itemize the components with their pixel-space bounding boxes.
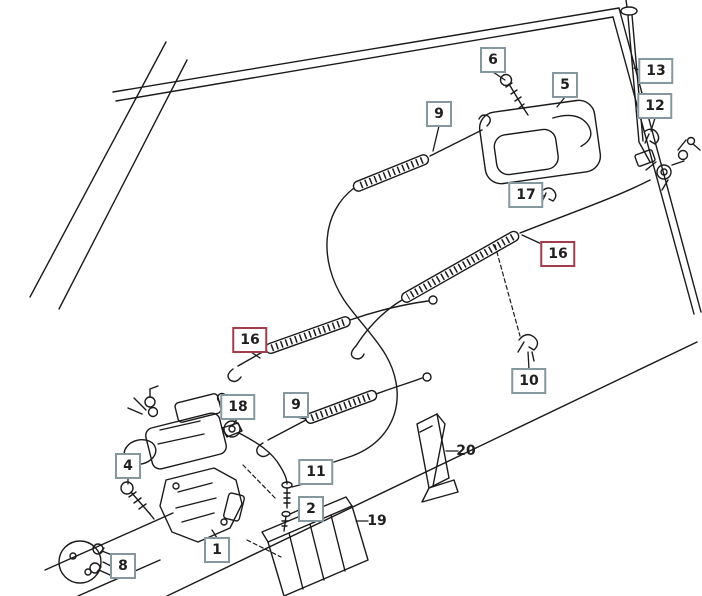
cable-9-upper [326, 114, 491, 463]
clip-10 [517, 333, 539, 362]
screw-11 [281, 481, 293, 509]
callout-16-left[interactable]: 16 [232, 327, 268, 353]
plate-8 [58, 540, 113, 584]
callout-9-upper[interactable]: 9 [426, 101, 452, 127]
callout-19: 19 [367, 513, 387, 529]
assembly-dashed-lines [242, 244, 521, 558]
lock-cylinder-cluster [634, 136, 701, 191]
callout-4[interactable]: 4 [115, 453, 141, 479]
callout-2[interactable]: 2 [298, 496, 324, 522]
callout-6[interactable]: 6 [480, 47, 506, 73]
callout-18[interactable]: 18 [220, 394, 256, 420]
callout-9-lower[interactable]: 9 [283, 392, 309, 418]
callout-10[interactable]: 10 [511, 368, 547, 394]
callout-20: 20 [456, 443, 476, 459]
callout-1[interactable]: 1 [204, 537, 230, 563]
lock-rod-13 [620, 0, 651, 163]
bracket-19 [261, 496, 369, 596]
callout-12[interactable]: 12 [637, 93, 673, 119]
door-outline [29, 7, 702, 596]
cable-16-left [227, 295, 438, 383]
callout-16-right[interactable]: 16 [540, 241, 576, 267]
cable-9-lower [256, 372, 432, 458]
clip-12 [643, 128, 660, 145]
callout-11[interactable]: 11 [298, 459, 334, 485]
leader-lines [102, 67, 656, 567]
callout-13[interactable]: 13 [638, 58, 674, 84]
bracket-20 [416, 413, 459, 503]
switch-18 [223, 420, 288, 485]
screw-4 [120, 481, 155, 520]
lock-latch [159, 467, 245, 543]
callout-17[interactable]: 17 [508, 182, 544, 208]
callout-5[interactable]: 5 [552, 72, 578, 98]
callout-8[interactable]: 8 [110, 553, 136, 579]
inner-door-handle [478, 99, 602, 185]
screw-6 [499, 73, 529, 116]
